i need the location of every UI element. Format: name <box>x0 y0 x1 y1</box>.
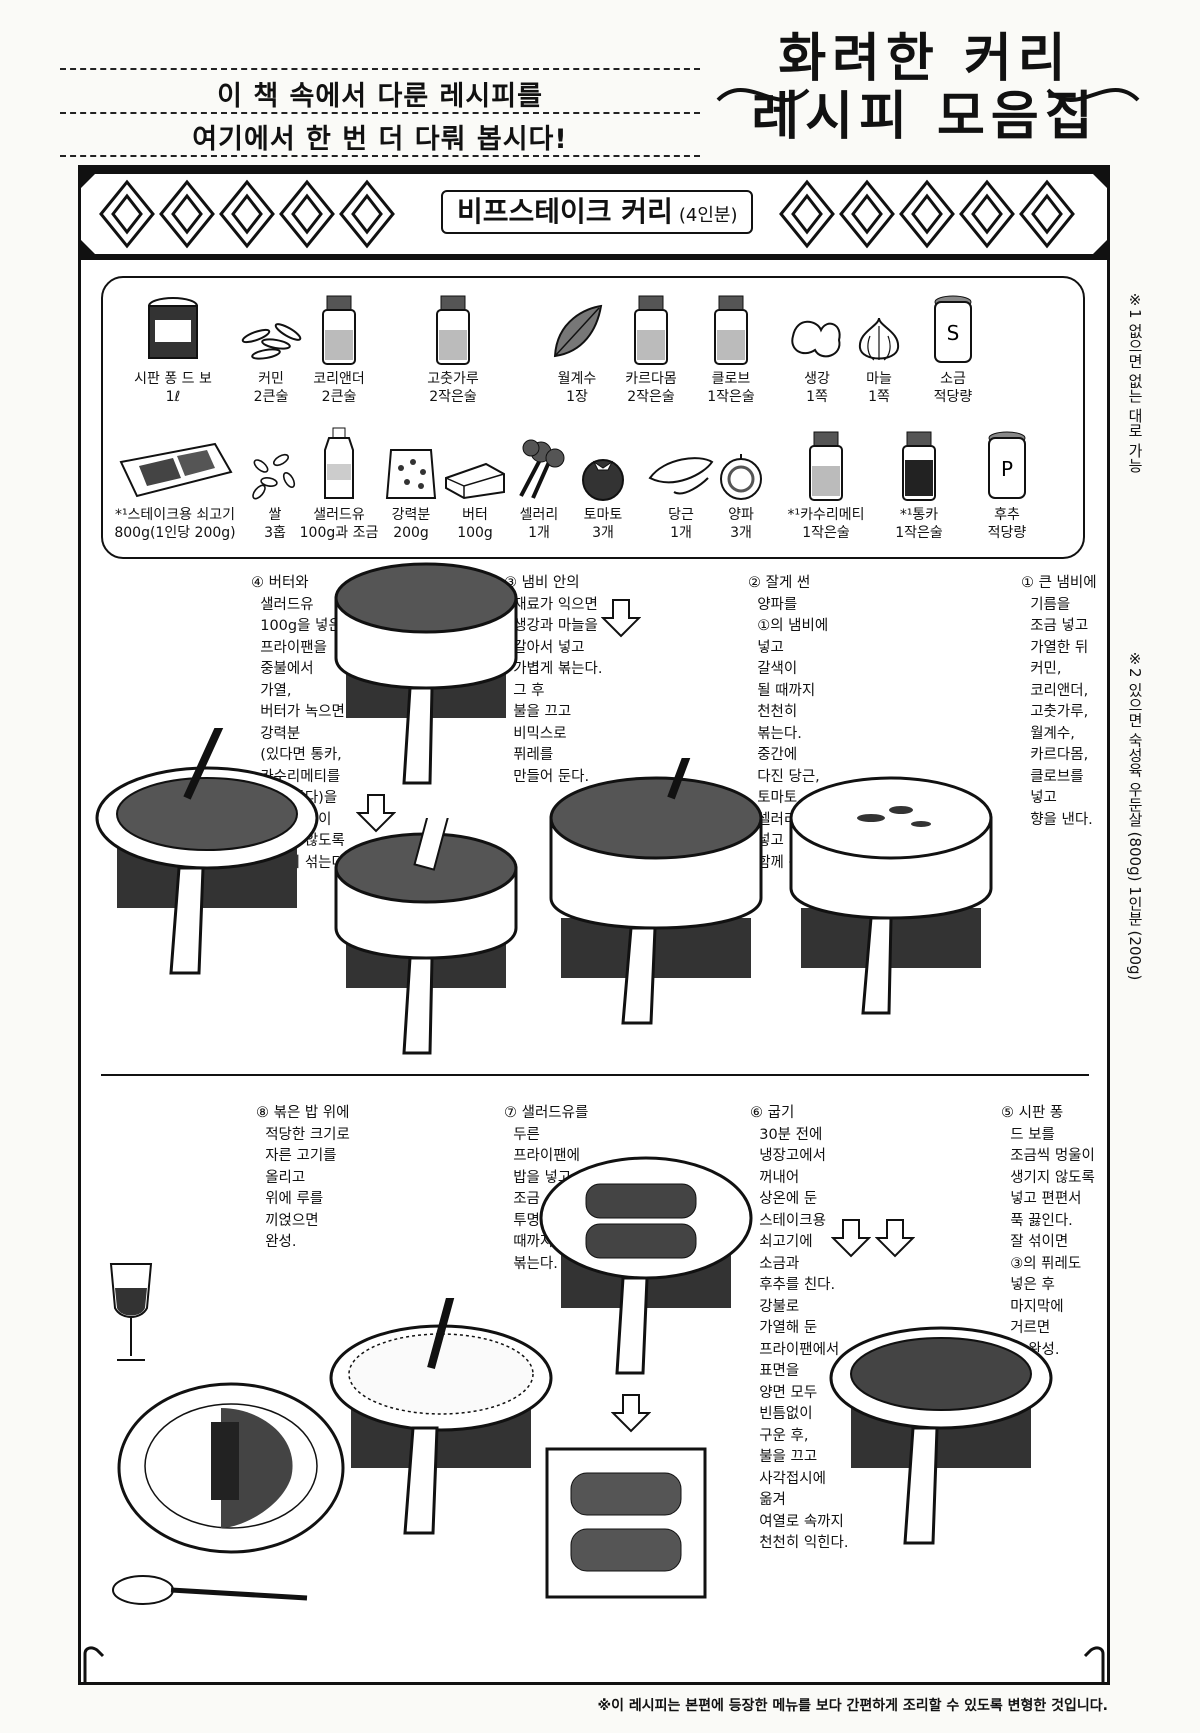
butter-icon <box>445 462 505 500</box>
step-6-text: ⑥ 굽기 30분 전에 냉장고에서 꺼내어 상온에 둔 스테이크용 쇠고기에 소… <box>750 1105 849 1551</box>
bay-leaf-icon <box>553 304 603 358</box>
page-title: 화려한 커리 레시피 모음집 <box>715 30 1135 160</box>
ingredients-box: 시판 퐁 드 보 1ℓ 커민 2큰술 코리앤더 2큰술 고춧가루 2작은술 월계… <box>101 276 1085 559</box>
ingredient-item: 코리앤더 2큰술 <box>279 290 399 406</box>
celery-icon <box>519 439 565 499</box>
ingredient-item: 버터 100g <box>415 426 535 542</box>
ingredient-item: 토마토 3개 <box>543 426 663 542</box>
intro-line-2: 여기에서 한 번 더 다뤄 봅시다! <box>192 124 568 155</box>
dash-divider <box>60 155 700 157</box>
ingredient-item: 셀러리 1개 <box>479 426 599 542</box>
down-arrow-icon <box>875 1219 915 1258</box>
svg-text:P: P <box>1001 457 1013 481</box>
ingredient-item: 쌀 3홉 <box>215 426 335 542</box>
ingredient-item: 강력분 200g <box>351 426 471 542</box>
pepper-shaker-icon: P <box>988 431 1026 499</box>
step-4-frying-pan-illustration <box>95 728 319 975</box>
garlic-icon <box>858 317 900 361</box>
oil-bottle-icon <box>324 427 354 499</box>
side-note-1: ※1 없으면 없는 대로 가능 <box>1126 291 1144 473</box>
recipe-servings: (4인분) <box>678 205 738 226</box>
ingredient-item: P 후추 적당량 <box>947 426 1067 542</box>
side-note-2: ※2 있으면 숙성육 우둔살 (800g) 1인분 (200g) <box>1126 649 1144 981</box>
ingredient-item: 샐러드유 100g과 조금 <box>279 426 399 542</box>
flour-bag-icon <box>385 449 437 499</box>
rice-icon <box>252 453 296 500</box>
ingredient-item: 고춧가루 2작은술 <box>393 290 513 406</box>
down-arrow-icon <box>356 794 396 833</box>
ingredient-item: 양파 3개 <box>681 426 801 542</box>
ingredient-item: 클로브 1작은술 <box>671 290 791 406</box>
step-6-square-plate-illustration <box>545 1447 707 1599</box>
down-arrow-icon <box>611 1394 651 1433</box>
recipe-title: 비프스테이크 커리 (4인분) <box>441 190 754 234</box>
step-5-frying-pan-illustration <box>829 1326 1053 1545</box>
section-divider <box>101 1074 1089 1076</box>
corner-ornament <box>1083 1646 1105 1682</box>
ingredient-item: 시판 퐁 드 보 1ℓ <box>113 290 233 406</box>
dash-divider <box>60 68 700 70</box>
carrot-icon <box>648 457 714 495</box>
footer-note: ※이 레시피는 본편에 등장한 메뉴를 보다 간편하게 조리할 수 있도록 변형… <box>597 1698 1108 1714</box>
curry-plate-illustration <box>117 1382 345 1554</box>
wine-glass-illustration <box>109 1263 153 1361</box>
salt-shaker-icon: S <box>934 295 972 363</box>
step-3-pot-illustration <box>334 562 518 785</box>
recipe-name: 비프스테이크 커리 <box>457 195 673 228</box>
spice-jar-icon <box>322 295 356 365</box>
ingredient-item: *¹통카 1작은술 <box>859 426 979 542</box>
seeds-icon <box>241 323 302 360</box>
ingredient-item: S 소금 적당량 <box>893 290 1013 406</box>
spoon-illustration <box>112 1575 308 1605</box>
down-arrow-icon <box>831 1219 871 1258</box>
tomato-icon <box>582 459 624 501</box>
title-swirl-ornament <box>716 88 1140 102</box>
spice-jar-icon <box>436 295 470 365</box>
ingredient-item: 당근 1개 <box>621 426 741 542</box>
ingredient-item: 커민 2큰술 <box>211 290 331 406</box>
spice-jar-dark-icon <box>902 431 936 501</box>
step-3-text: ③ 냄비 안의 재료가 익으면 생강과 마늘을 갈아서 넣고 가볍게 볶는다. … <box>504 575 603 785</box>
meat-tray-icon <box>119 442 233 498</box>
down-arrow-icon <box>601 599 641 638</box>
ingredient-item: 마늘 1쪽 <box>819 290 939 406</box>
spice-jar-icon <box>634 295 668 365</box>
step-1-text: ① 큰 냄비에 기름을 조금 넣고 가열한 뒤 커민, 코리앤더, 고춧가루, … <box>1021 575 1097 828</box>
can-icon <box>148 297 198 359</box>
step-1-pot-illustration <box>789 776 993 1015</box>
step-7-frying-pan-illustration <box>329 1298 553 1535</box>
ingredient-item: 카르다몸 2작은술 <box>591 290 711 406</box>
ingredient-item: 월계수 1장 <box>517 290 637 406</box>
intro-line-1: 이 책 속에서 다룬 레시피를 <box>217 81 543 112</box>
title-line-1: 화려한 커리 <box>778 28 1072 89</box>
corner-ornament <box>83 1646 105 1682</box>
spice-jar-icon <box>714 295 748 365</box>
ingredient-item: *¹스테이크용 쇠고기 800g(1인당 200g) <box>105 426 245 542</box>
svg-text:S: S <box>947 321 960 345</box>
spice-jar-icon <box>809 431 843 501</box>
step-3-blender-pot-illustration <box>334 818 518 1055</box>
ingredient-item: 생강 1쪽 <box>757 290 877 406</box>
title-line-2: 레시피 모음집 <box>751 86 1099 147</box>
step-8-text: ⑧ 볶은 밥 위에 적당한 크기로 자른 고기를 올리고 위에 루를 끼얹으면 … <box>256 1105 350 1250</box>
onion-icon <box>720 454 762 500</box>
recipe-banner: 비프스테이크 커리 (4인분) <box>81 168 1107 260</box>
step-2-text: ② 잘게 썬 양파를 ①의 냄비에 넣고 갈색이 될 때까지 천천히 볶는다. … <box>748 575 833 871</box>
ginger-icon <box>791 320 841 358</box>
intro-block: 이 책 속에서 다룬 레시피를 여기에서 한 번 더 다뤄 봅시다! <box>60 62 700 158</box>
recipe-frame: 비프스테이크 커리 (4인분) 시판 퐁 드 보 1ℓ 커민 2큰술 코리앤더 … <box>78 165 1110 1685</box>
dash-divider <box>60 112 700 114</box>
step-2-pot-illustration <box>549 758 763 1025</box>
step-6-frying-pan-illustration <box>539 1156 753 1375</box>
diamond-pattern <box>81 168 1107 258</box>
ingredient-item: *¹카수리메티 1작은술 <box>761 426 891 542</box>
